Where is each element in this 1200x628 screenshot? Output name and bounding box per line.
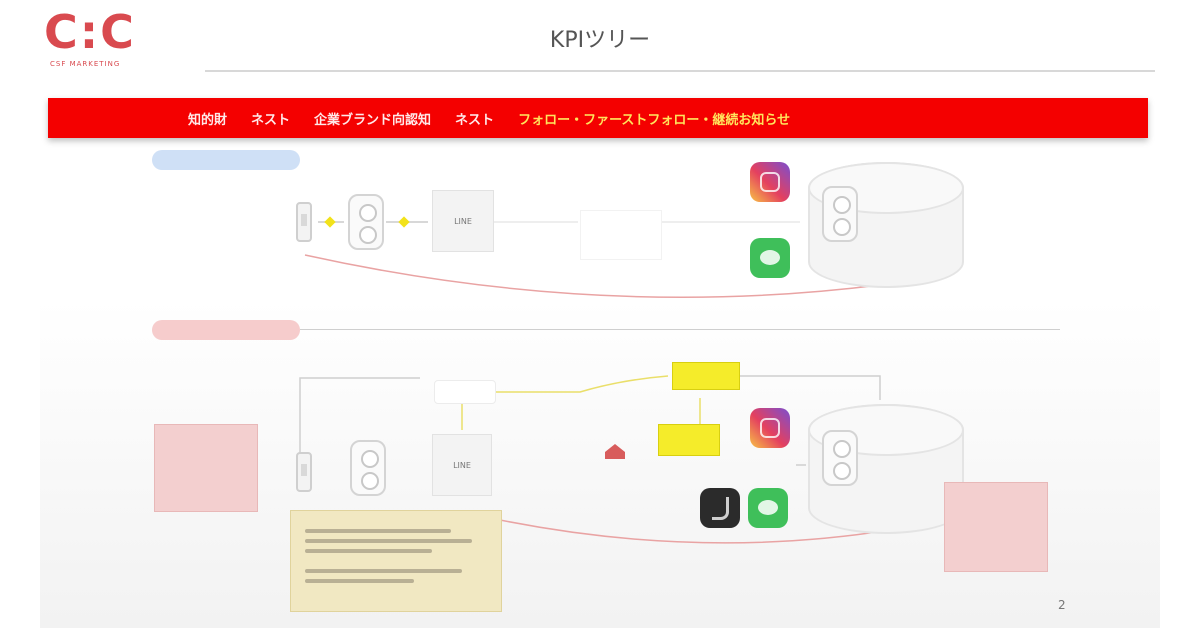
person-icon bbox=[350, 440, 386, 496]
logo-mark: C:C bbox=[44, 5, 136, 59]
yellow-note bbox=[658, 424, 720, 456]
section-label-bottom bbox=[152, 320, 300, 340]
yellow-note bbox=[672, 362, 740, 390]
channel-box-label: LINE bbox=[453, 460, 471, 470]
placeholder-node bbox=[434, 380, 496, 404]
section-label-top bbox=[152, 150, 300, 170]
person-icon bbox=[822, 186, 858, 242]
company-logo: C:C CSF MARKETING bbox=[44, 6, 164, 82]
kpi-banner: 知的財 ネスト 企業ブランド向認知 ネスト フォロー・ファーストフォロー・継続お… bbox=[48, 98, 1148, 138]
banner-segment: 知的財 bbox=[188, 112, 228, 128]
connector-line bbox=[299, 377, 420, 460]
line-icon bbox=[750, 238, 790, 278]
logo-subtitle: CSF MARKETING bbox=[50, 60, 121, 68]
title-divider bbox=[205, 70, 1155, 72]
home-label bbox=[592, 476, 638, 486]
person-icon bbox=[822, 430, 858, 486]
channel-box-top: LINE bbox=[432, 190, 494, 252]
pink-note-left bbox=[154, 424, 258, 512]
placeholder-node bbox=[580, 210, 662, 260]
note-text-line bbox=[305, 569, 462, 573]
feedback-loop-line bbox=[304, 254, 881, 298]
note-text-line bbox=[305, 579, 415, 583]
page-title: KPIツリー bbox=[549, 28, 651, 53]
connector-line bbox=[740, 375, 881, 400]
home-icon bbox=[605, 444, 625, 459]
memo-note bbox=[290, 510, 502, 612]
smartphone-icon bbox=[296, 452, 312, 492]
banner-segment: 企業ブランド向認知 bbox=[314, 112, 432, 128]
channel-box-bottom: LINE bbox=[432, 434, 492, 496]
banner-segment: ネスト bbox=[251, 112, 291, 128]
section-divider bbox=[300, 329, 1060, 330]
person-icon bbox=[348, 194, 384, 250]
instagram-icon bbox=[750, 162, 790, 202]
note-text-line bbox=[305, 549, 433, 553]
channel-box-label: LINE bbox=[454, 216, 472, 226]
banner-segment-highlight: フォロー・ファーストフォロー・継続お知らせ bbox=[518, 112, 791, 128]
page-number: 2 bbox=[1058, 598, 1066, 612]
smartphone-icon bbox=[296, 202, 312, 242]
pink-note-right bbox=[944, 482, 1048, 572]
banner-segment: ネスト bbox=[455, 112, 495, 128]
feedback-loop-line bbox=[499, 519, 891, 544]
line-icon bbox=[748, 488, 788, 528]
connector-line bbox=[494, 375, 669, 393]
note-text-line bbox=[305, 529, 451, 533]
note-text-line bbox=[305, 539, 473, 543]
tiktok-icon bbox=[700, 488, 740, 528]
instagram-icon bbox=[750, 408, 790, 448]
